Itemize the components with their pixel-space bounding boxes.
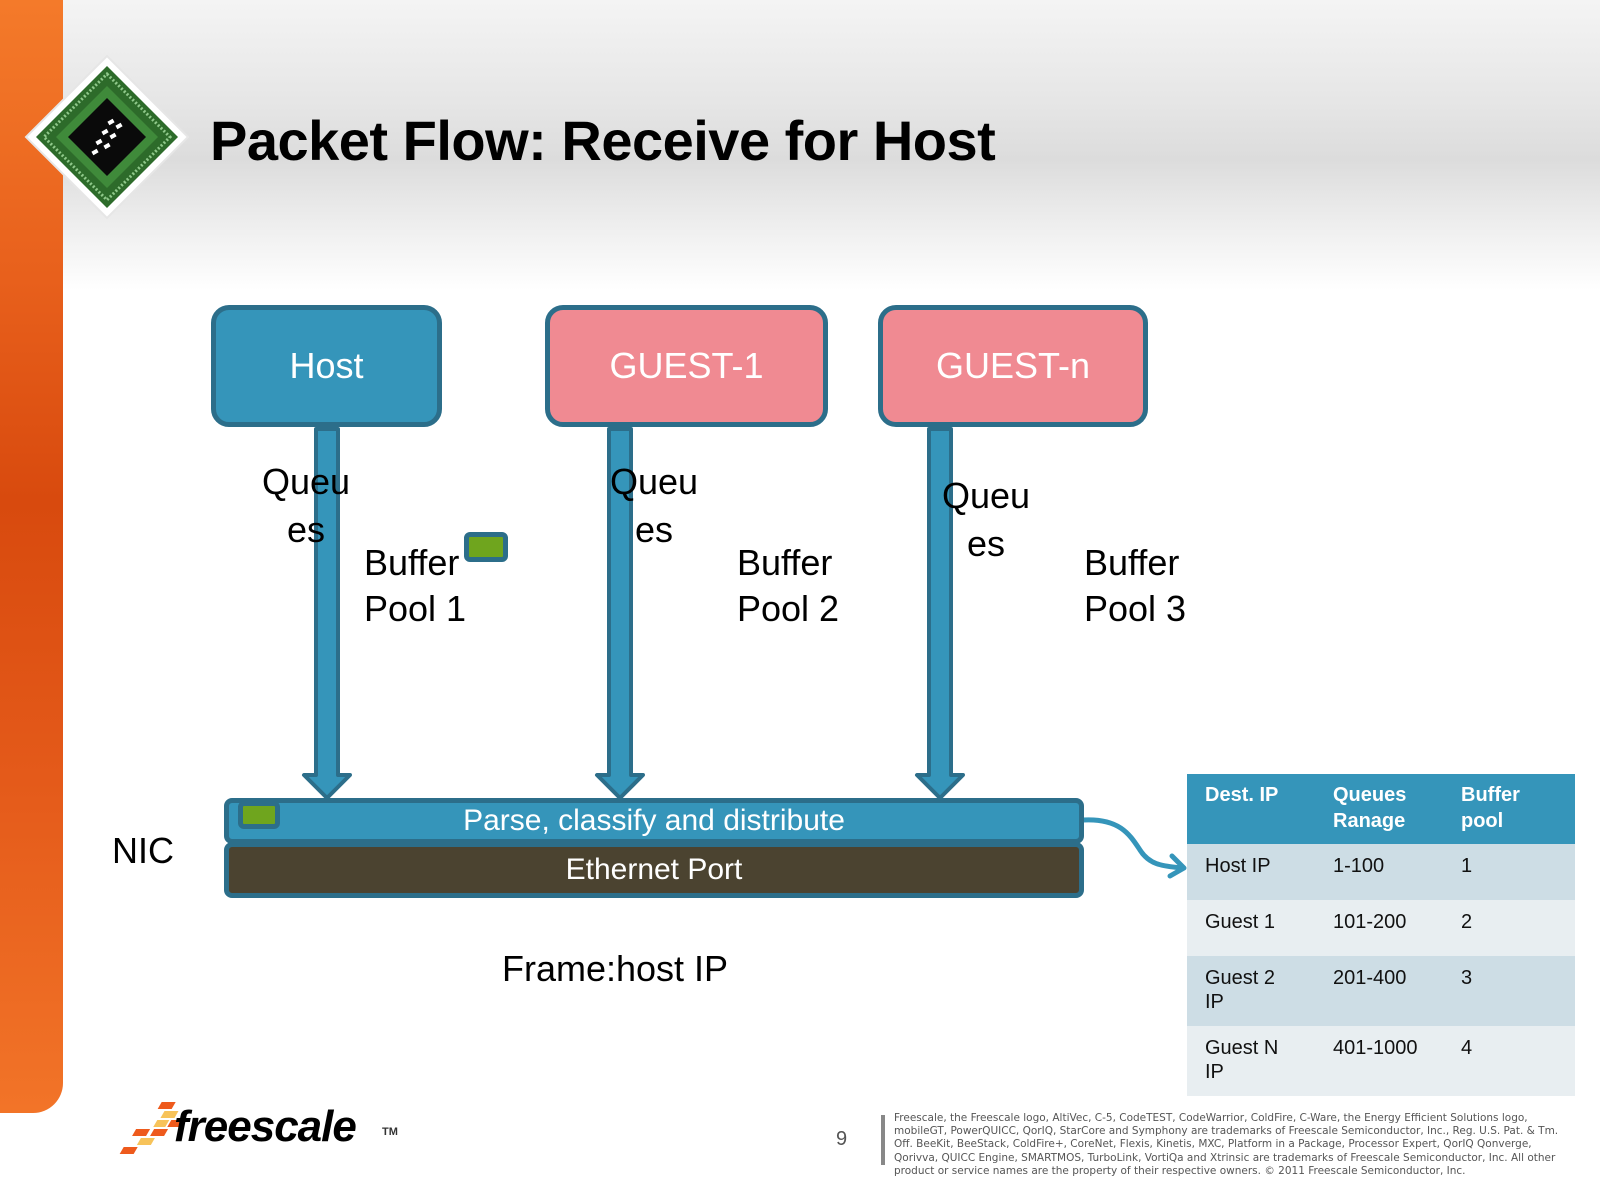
accent-side-bar (0, 0, 63, 1113)
buffer-pool-1-label: Buffer Pool 1 (364, 542, 467, 629)
host-box-label: Host (289, 345, 364, 386)
frame-label: Frame:host IP (502, 948, 729, 989)
header-queues-range: Queues Ranage (1315, 774, 1443, 844)
parse-classify-bar: Parse, classify and distribute (224, 798, 1084, 844)
ethernet-port-bar: Ethernet Port (224, 842, 1084, 898)
trademark-disclaimer: Freescale, the Freescale logo, AltiVec, … (894, 1112, 1559, 1177)
table-row: Guest 1 101-200 2 (1187, 900, 1575, 956)
buffer-pool-3-label: Buffer Pool 3 (1084, 542, 1187, 629)
slide-title: Packet Flow: Receive for Host (210, 109, 996, 172)
header-band (0, 0, 1600, 290)
queues-label-guest1: Queu es (609, 461, 699, 550)
table-connector-arrow (1080, 817, 1185, 871)
header-buffer-pool: Buffer pool (1443, 774, 1575, 844)
guestn-box-label: GUEST-n (935, 345, 1091, 386)
connector-arrowhead-icon (1167, 853, 1187, 879)
guest1-box-label: GUEST-1 (609, 345, 764, 386)
parse-bar-label: Parse, classify and distribute (463, 804, 845, 837)
chip-logo-icon (24, 54, 190, 220)
buffer-pool-2-label: Buffer Pool 2 (737, 542, 840, 629)
freescale-wordmark: freescale (174, 1102, 357, 1151)
queues-label-guestn: Queu es (941, 475, 1031, 564)
page-number: 9 (836, 1128, 848, 1150)
table-row: Host IP 1-100 1 (1187, 844, 1575, 900)
queues-label-host: Queu es (261, 461, 351, 550)
freescale-logo: freescale TM (108, 1098, 408, 1168)
ethernet-bar-label: Ethernet Port (565, 853, 743, 886)
table-header-row: Dest. IP Queues Ranage Buffer pool (1187, 774, 1575, 844)
host-box: Host (211, 305, 442, 427)
disclaimer-divider (881, 1115, 885, 1165)
incoming-packet-icon (238, 801, 280, 829)
guestn-box: GUEST-n (878, 305, 1148, 427)
trademark-symbol: TM (382, 1126, 398, 1138)
buffer-packet-icon (464, 532, 508, 562)
header-dest-ip: Dest. IP (1187, 774, 1315, 844)
routing-table: Dest. IP Queues Ranage Buffer pool Host … (1187, 774, 1575, 1096)
freescale-mark-icon (119, 1102, 186, 1154)
nic-label: NIC (112, 830, 174, 871)
guest1-box: GUEST-1 (545, 305, 828, 427)
